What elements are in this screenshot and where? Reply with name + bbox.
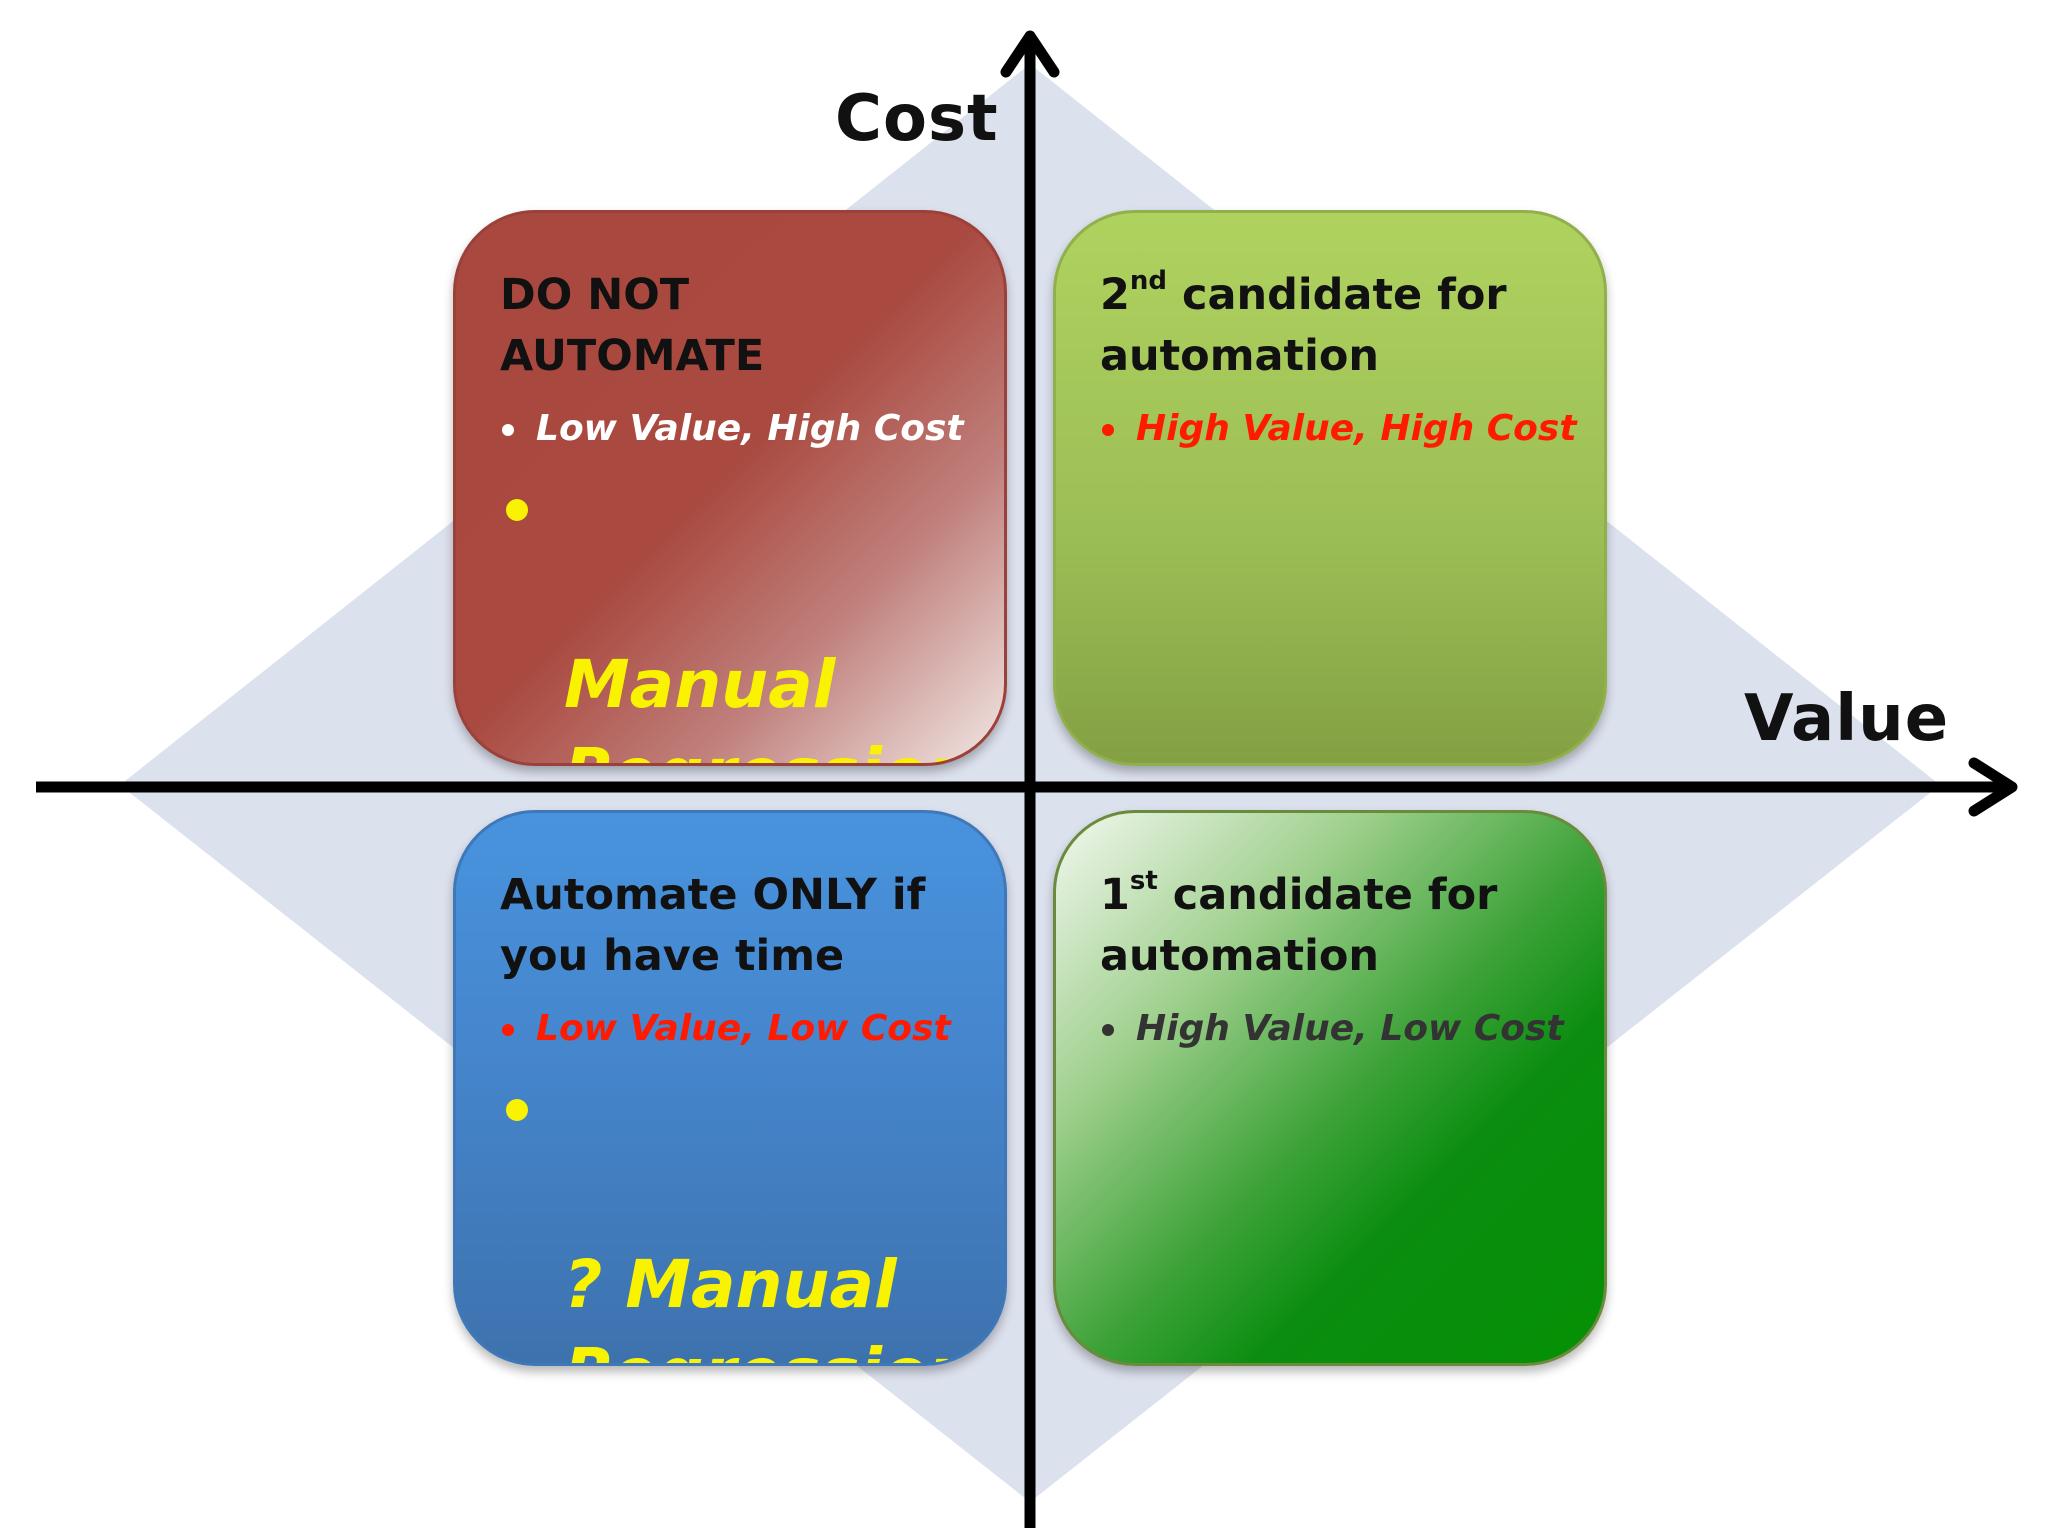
bullet-item: Low Value, High Cost (500, 405, 974, 453)
highlight-text: Manual Regression! (564, 646, 1004, 763)
bullet-dot-icon (506, 499, 528, 521)
value-axis-label: Value (1744, 682, 1950, 756)
title-ordinal-suffix: st (1129, 866, 1158, 896)
quadrant-first-candidate: 1st candidate for automation High Value,… (1053, 810, 1607, 1366)
title-ordinal: 1 (1100, 870, 1130, 920)
bullet-text: Low Value, Low Cost (536, 1008, 951, 1049)
title-rest: candidate for automation (1100, 870, 1498, 981)
quadrant-title: Automate ONLY if you have time (500, 870, 926, 981)
cost-axis-label: Cost (835, 82, 999, 156)
title-ordinal-suffix: nd (1129, 266, 1168, 296)
quadrant-title: 2nd candidate for automation (1100, 265, 1574, 387)
quadrant-title: DO NOT AUTOMATE (500, 270, 765, 381)
bullet-text: High Value, High Cost (1136, 408, 1577, 449)
highlight-item: Manual Regression! (500, 465, 1004, 763)
bullet-text: Low Value, High Cost (536, 408, 964, 449)
quadrant-second-candidate: 2nd candidate for automation High Value,… (1053, 210, 1607, 766)
title-ordinal: 2 (1100, 270, 1130, 320)
quadrant-do-not-automate: DO NOT AUTOMATE Low Value, High Cost Man… (453, 210, 1007, 766)
title-rest: candidate for automation (1100, 270, 1507, 381)
bullet-dot-icon (1102, 1024, 1114, 1036)
horizontal-axis-arrow-icon (1968, 757, 2018, 817)
quadrant-automate-if-time: Automate ONLY if you have time Low Value… (453, 810, 1007, 1366)
bullet-item: High Value, High Cost (1100, 405, 1577, 453)
highlight-text: ? Manual Regression? (564, 1246, 1004, 1363)
bullet-dot-icon (1102, 424, 1114, 436)
bullet-dot-icon (502, 424, 514, 436)
bullet-text: High Value, Low Cost (1136, 1008, 1564, 1049)
bullet-item: Low Value, Low Cost (500, 1005, 974, 1053)
highlight-item: ? Manual Regression? (500, 1065, 1004, 1363)
bullet-dot-icon (502, 1024, 514, 1036)
bullet-item: High Value, Low Cost (1100, 1005, 1574, 1053)
bullet-dot-icon (506, 1099, 528, 1121)
vertical-axis-arrow-icon (1000, 30, 1060, 78)
quadrant-title: 1st candidate for automation (1100, 865, 1574, 987)
